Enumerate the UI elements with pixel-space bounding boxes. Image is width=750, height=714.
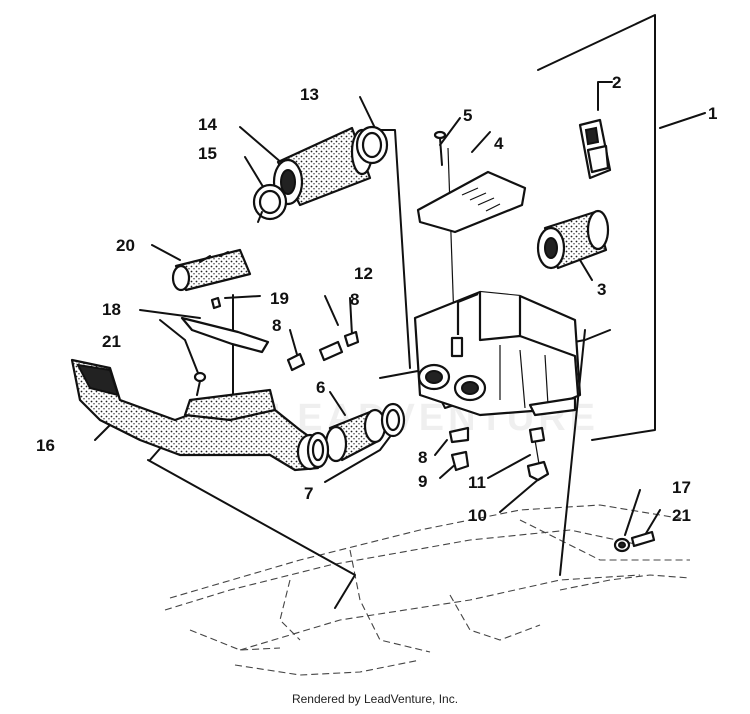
callout-1: 1 [708, 104, 717, 123]
callout-8-top: 8 [350, 290, 359, 309]
callout-labels: 1 2 3 4 5 6 7 8 8 8 9 10 11 12 13 14 15 … [36, 73, 717, 525]
callout-7: 7 [304, 484, 313, 503]
callout-20: 20 [116, 236, 135, 255]
callout-11: 11 [468, 473, 486, 492]
callout-6: 6 [316, 378, 325, 397]
part-12-tube [318, 340, 344, 362]
part-5-screw [433, 130, 447, 166]
callout-21-left: 21 [102, 332, 121, 351]
part-7-rings [306, 402, 406, 469]
callout-14: 14 [198, 115, 217, 134]
callout-16: 16 [36, 436, 55, 455]
part-10-11-drain-valve [526, 426, 550, 482]
callout-18: 18 [102, 300, 121, 319]
part-17-washer [613, 530, 656, 553]
part-20-silencer [171, 248, 252, 292]
part-3-filter-element [536, 209, 610, 270]
part-15-clamp [252, 183, 288, 223]
part-6-coupler [324, 408, 387, 463]
part-9-elbow [450, 450, 470, 472]
callout-12: 12 [354, 264, 373, 283]
part-18-strap [180, 316, 270, 354]
part-2-connector [578, 118, 612, 180]
callout-9: 9 [418, 472, 427, 491]
callout-8-bottom: 8 [418, 448, 427, 467]
vehicle-frame-outline [164, 504, 691, 676]
part-1-airbox-housing [413, 290, 582, 417]
part-4-cover [416, 170, 527, 234]
render-credit-footer: Rendered by LeadVenture, Inc. [291, 692, 459, 706]
part-13-clamp [355, 125, 389, 165]
callout-21-right: 21 [672, 506, 691, 525]
part-21-bolt [193, 371, 207, 396]
callout-19: 19 [270, 289, 289, 308]
callout-17: 17 [672, 478, 691, 497]
part-19-clip [210, 296, 222, 310]
part-8-clamps [286, 330, 470, 444]
leader-lines [94, 14, 706, 609]
callout-10: 10 [468, 506, 487, 525]
callout-5: 5 [463, 106, 472, 125]
callout-8-left: 8 [272, 316, 281, 335]
callout-13: 13 [300, 85, 319, 104]
callout-4: 4 [494, 134, 504, 153]
callout-3: 3 [597, 280, 606, 299]
callout-2: 2 [612, 73, 621, 92]
callout-15: 15 [198, 144, 217, 163]
